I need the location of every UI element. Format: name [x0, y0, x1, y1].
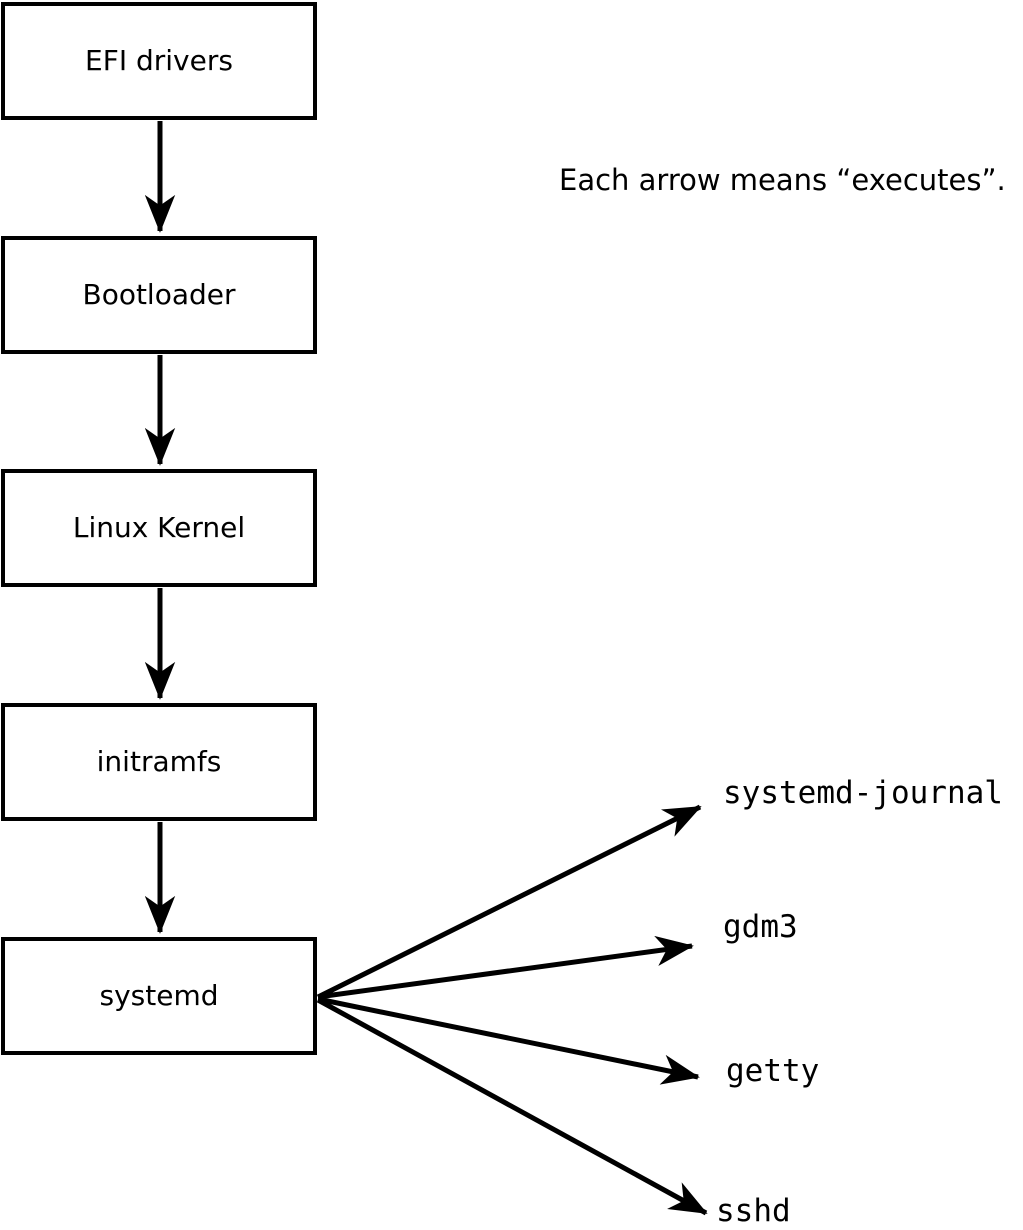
arrow-systemd-to-gdm3 [317, 935, 694, 1000]
label-sshd: sshd [716, 1193, 791, 1229]
node-initramfs-label: initramfs [96, 745, 222, 778]
node-initramfs: initramfs [1, 703, 317, 821]
node-systemd-label: systemd [99, 979, 219, 1012]
arrow-systemd-to-sshd [316, 997, 708, 1216]
node-linux-kernel: Linux Kernel [1, 469, 317, 587]
node-bootloader: Bootloader [1, 236, 317, 354]
node-bootloader-label: Bootloader [82, 278, 236, 311]
arrow-systemd-to-journal [316, 804, 702, 1000]
arrow-systemd-to-getty [317, 996, 700, 1085]
node-systemd: systemd [1, 937, 317, 1055]
label-getty: getty [726, 1053, 820, 1089]
node-efi-drivers-label: EFI drivers [85, 44, 233, 77]
label-gdm3: gdm3 [723, 909, 798, 945]
node-linux-kernel-label: Linux Kernel [72, 511, 246, 544]
annotation-arrow-meaning: Each arrow means “executes”. [559, 163, 1006, 197]
node-efi-drivers: EFI drivers [1, 2, 317, 120]
label-systemd-journal: systemd-journal [723, 775, 1003, 811]
